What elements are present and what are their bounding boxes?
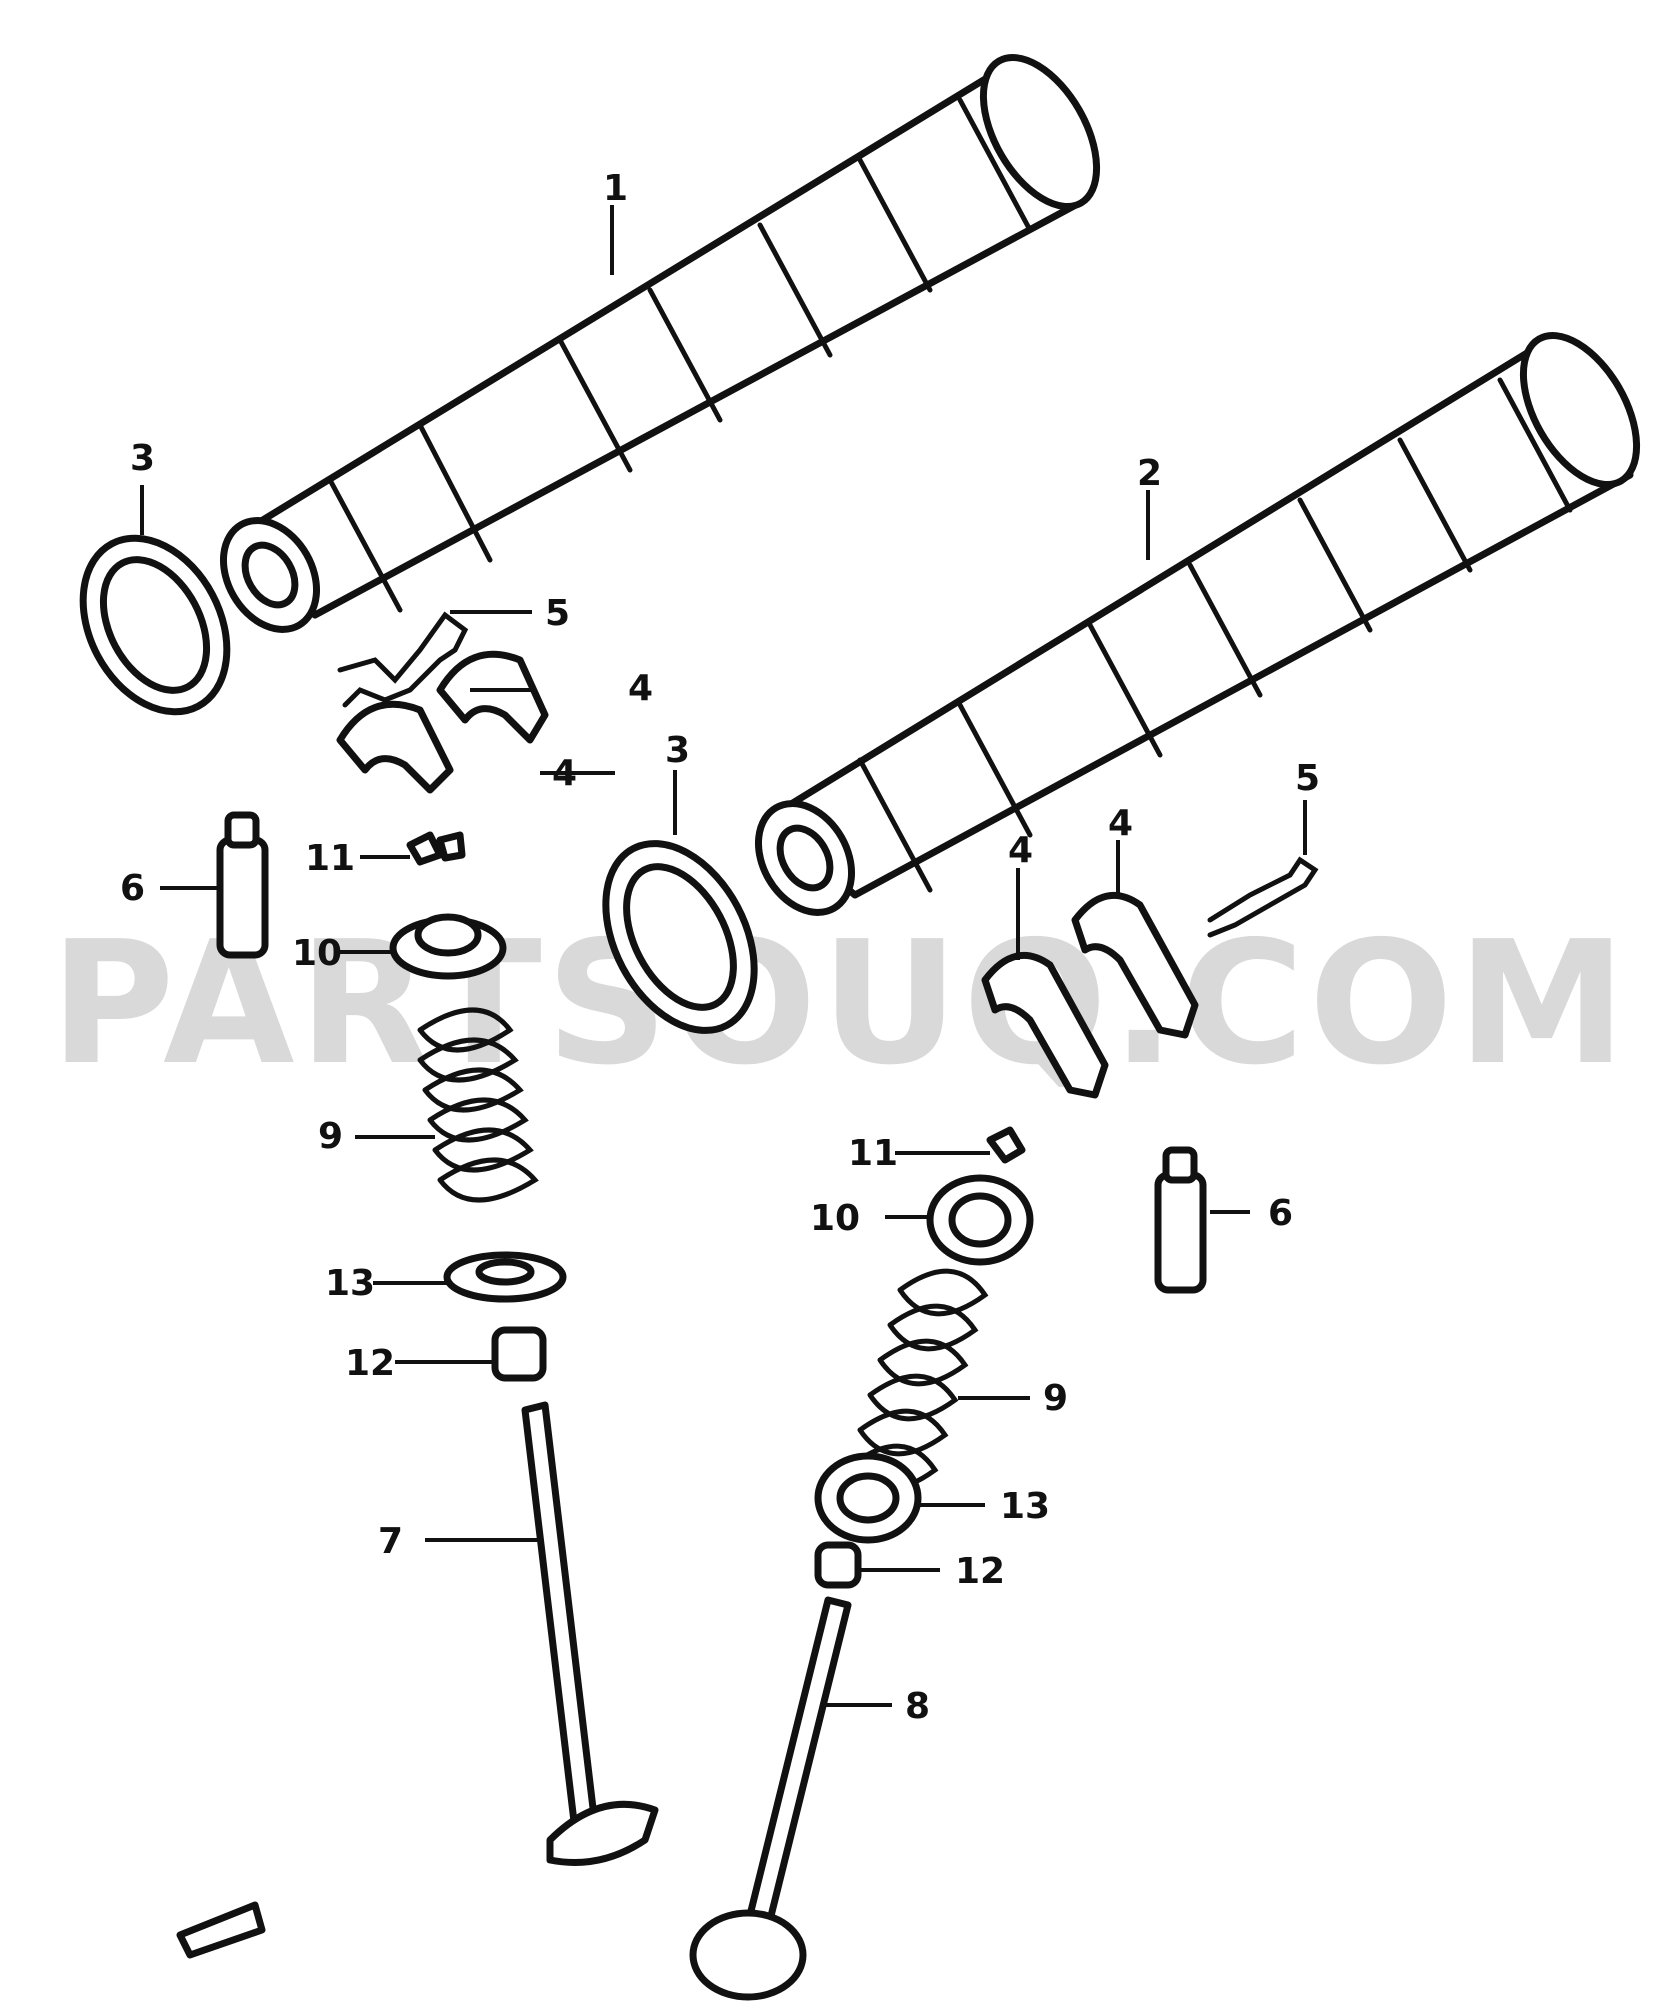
cap-bracket-upper [337, 611, 469, 708]
callout-10: 10 [810, 1198, 860, 1239]
callout-12: 12 [345, 1343, 395, 1384]
valve-lifter-left [216, 811, 269, 959]
cap-bracket-lower [1207, 856, 1319, 938]
camshaft-1 [219, 54, 1101, 633]
callout-4: 4 [1108, 803, 1133, 844]
valve-cotter-right [986, 1126, 1026, 1164]
callout-9: 9 [1043, 1378, 1068, 1419]
callout-9: 9 [318, 1116, 343, 1157]
camshaft-cap-upper-a [436, 650, 549, 744]
valve-cotter-left [406, 831, 466, 866]
callout-6: 6 [120, 868, 145, 909]
valve-spring-left [417, 1007, 539, 1203]
callout-11: 11 [848, 1133, 898, 1174]
callout-4: 4 [552, 753, 577, 794]
callout-3: 3 [130, 438, 155, 479]
spring-retainer-left [389, 913, 507, 980]
oil-seal-center [602, 840, 758, 1034]
callout-13: 13 [1000, 1486, 1050, 1527]
spring-retainer-right [926, 1174, 1034, 1266]
stem-seal-right [814, 1541, 862, 1589]
stem-seal-left [491, 1326, 547, 1382]
camshaft-cap-upper-b [336, 700, 454, 794]
valve-lifter-right [1154, 1146, 1207, 1294]
camshaft-cap-lower-b [1071, 891, 1199, 1039]
camshaft-cap-lower-a [981, 951, 1109, 1099]
callout-5: 5 [1295, 758, 1320, 799]
valve-spring-right [849, 1268, 989, 1492]
exhaust-valve [689, 1596, 852, 2001]
callout-6: 6 [1268, 1193, 1293, 1234]
callout-2: 2 [1137, 453, 1162, 494]
watermark: PARTSOUQ.COM [50, 905, 1630, 1103]
callout-3: 3 [665, 730, 690, 771]
front-arrow-icon [176, 1901, 266, 1959]
callout-1: 1 [603, 168, 628, 209]
callout-8: 8 [905, 1686, 930, 1727]
callout-11: 11 [305, 838, 355, 879]
callout-4: 4 [1008, 830, 1033, 871]
intake-valve [521, 1401, 659, 1866]
spring-seat-left [443, 1251, 567, 1303]
leader-lines [140, 205, 1307, 1707]
callout-labels: 1 2 3 3 4 4 4 4 5 5 6 6 7 8 9 9 10 10 11… [120, 168, 1320, 1727]
callout-13: 13 [325, 1263, 375, 1304]
callout-4: 4 [628, 668, 653, 709]
callout-12: 12 [955, 1551, 1005, 1592]
callout-7: 7 [378, 1521, 403, 1562]
spring-seat-right [814, 1452, 922, 1544]
callout-5: 5 [545, 593, 570, 634]
camshaft-2 [754, 332, 1641, 916]
oil-seal-left [79, 534, 231, 716]
callout-10: 10 [292, 933, 342, 974]
